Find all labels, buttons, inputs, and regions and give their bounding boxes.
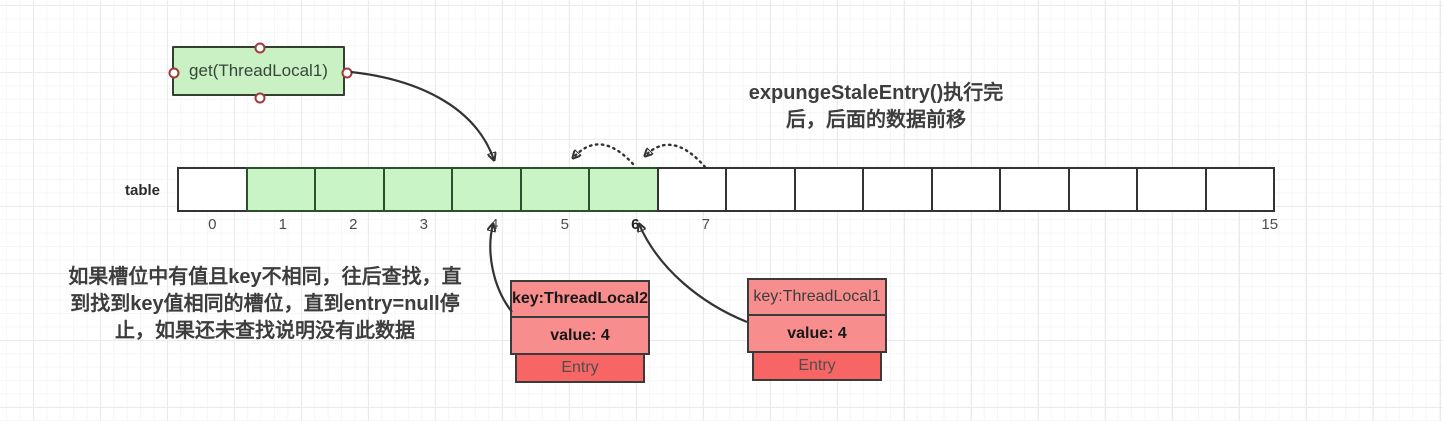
search-rule-annotation[interactable]: 如果槽位中有值且key不相同，往后查找，直 到找到key值相同的槽位，直到ent… xyxy=(36,264,494,345)
resize-handle-bottom[interactable] xyxy=(254,92,266,104)
table-cell-3[interactable] xyxy=(382,167,453,212)
cell-index-2: 2 xyxy=(349,216,358,233)
entry1-entry-label: Entry xyxy=(561,359,599,376)
cell-index-7: 7 xyxy=(701,216,710,233)
cell-index-9 xyxy=(812,216,883,233)
table-cell-12[interactable] xyxy=(999,167,1070,212)
search-rule-line3: 止，如果还未查找说明没有此数据 xyxy=(115,320,415,342)
cell-index-4: 4 xyxy=(490,216,499,233)
table-cell-10[interactable] xyxy=(862,167,933,212)
entry2-value-label: value: 4 xyxy=(787,324,847,342)
cell-index-12 xyxy=(1023,216,1094,233)
entry1-entry-row: Entry xyxy=(515,353,645,383)
entry1-value-label: value: 4 xyxy=(550,326,610,344)
cell-index-14 xyxy=(1164,216,1235,233)
expunge-annotation-line2: 后，后面的数据前移 xyxy=(786,109,966,131)
resize-handle-right[interactable] xyxy=(341,67,353,79)
cell-index-5: 5 xyxy=(560,216,569,233)
expunge-annotation-line1: expungeStaleEntry()执行完 xyxy=(748,82,1004,104)
table-cell-6[interactable] xyxy=(588,167,659,212)
table-cell-4[interactable] xyxy=(451,167,522,212)
dotted-arrow-slot7-to-slot6 xyxy=(645,143,707,169)
cell-index-13 xyxy=(1094,216,1165,233)
entry-box-threadlocal1[interactable]: key:ThreadLocal1 value: 4 Entry xyxy=(747,278,887,381)
table-indices: 0 1 2 3 4 5 6 7 15 xyxy=(177,216,1305,233)
resize-handle-top[interactable] xyxy=(254,42,266,54)
cell-index-6: 6 xyxy=(631,216,640,233)
cell-index-0: 0 xyxy=(208,216,217,233)
entry2-key-row: key:ThreadLocal1 xyxy=(747,278,887,316)
entry-box-threadlocal2[interactable]: key:ThreadLocal2 value: 4 Entry xyxy=(510,280,650,383)
arrow-entry1box-to-slot6 xyxy=(639,224,748,324)
entry2-key-label: key:ThreadLocal1 xyxy=(753,288,881,305)
table-cell-7[interactable] xyxy=(656,167,727,212)
table-cell-13[interactable] xyxy=(1067,167,1138,212)
entry2-entry-label: Entry xyxy=(798,357,836,374)
cell-index-10 xyxy=(882,216,953,233)
search-rule-line2: 到找到key值相同的槽位，直到entry=null停 xyxy=(70,293,460,315)
table-cell-1[interactable] xyxy=(245,167,316,212)
table-cell-8[interactable] xyxy=(725,167,796,212)
cell-index-11 xyxy=(953,216,1024,233)
table-cell-11[interactable] xyxy=(930,167,1001,212)
entry1-key-row: key:ThreadLocal2 xyxy=(510,280,650,318)
resize-handle-left[interactable] xyxy=(168,67,180,79)
table-cell-2[interactable] xyxy=(314,167,385,212)
table-cell-14[interactable] xyxy=(1136,167,1207,212)
table-cells xyxy=(177,167,1275,212)
table-cell-9[interactable] xyxy=(793,167,864,212)
entry1-value-row: value: 4 xyxy=(510,316,650,355)
get-threadlocal-box[interactable]: get(ThreadLocal1) xyxy=(168,42,353,104)
entry2-value-row: value: 4 xyxy=(747,314,887,353)
search-rule-line1: 如果槽位中有值且key不相同，往后查找，直 xyxy=(68,266,462,288)
cell-index-1: 1 xyxy=(278,216,287,233)
cell-index-8 xyxy=(741,216,812,233)
entry1-key-label: key:ThreadLocal2 xyxy=(511,290,649,307)
table-cell-15[interactable] xyxy=(1204,167,1275,212)
table-label: table xyxy=(124,182,160,199)
expunge-annotation[interactable]: expungeStaleEntry()执行完 后，后面的数据前移 xyxy=(696,80,1056,134)
table-cell-0[interactable] xyxy=(177,167,248,212)
cell-index-3: 3 xyxy=(419,216,428,233)
cell-index-15: 15 xyxy=(1261,216,1279,233)
entry2-entry-row: Entry xyxy=(752,351,882,381)
arrow-get-to-slot4 xyxy=(350,70,494,160)
table-cell-5[interactable] xyxy=(519,167,590,212)
dotted-arrow-slot6-to-slot5 xyxy=(573,143,635,166)
get-threadlocal-label: get(ThreadLocal1) xyxy=(189,61,328,80)
